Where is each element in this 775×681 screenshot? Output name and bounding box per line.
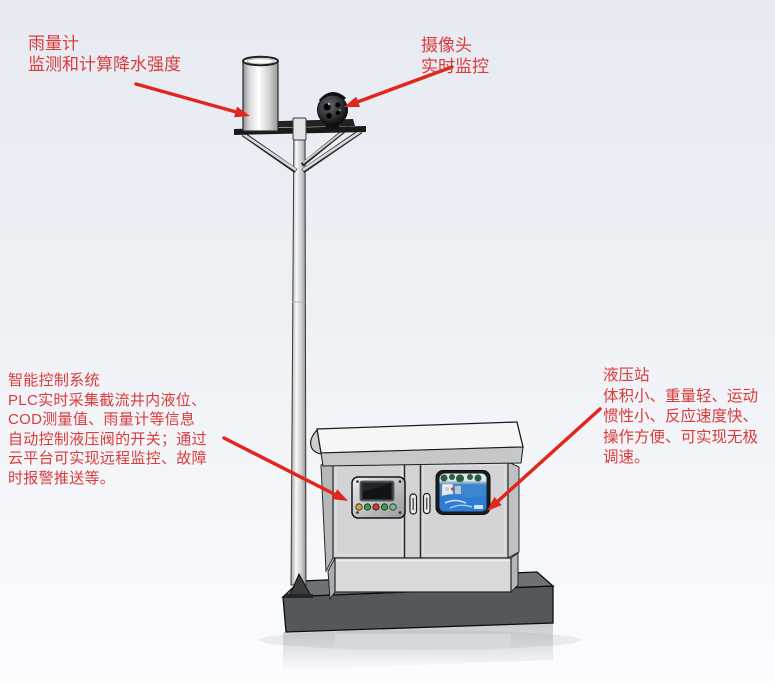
window-photo bbox=[439, 473, 487, 512]
camera-title: 摄像头 bbox=[421, 36, 472, 55]
camera-lens bbox=[334, 109, 342, 117]
arrow-to-hydraulic-window bbox=[487, 407, 602, 511]
hydraulic-station-line: 惯性小、反应速度快、 bbox=[603, 408, 759, 425]
photo-horizon bbox=[439, 481, 487, 485]
hydraulic-station-annotation: 液压站 体积小、重量轻、运动 惯性小、反应速度快、 操作方便、可实现无极 调速。 bbox=[603, 366, 758, 469]
camera-highlight bbox=[328, 103, 330, 105]
camera-lens bbox=[334, 101, 342, 109]
callout-arrows bbox=[134, 65, 602, 511]
strut-right bbox=[302, 129, 362, 172]
panel-button-lightgreen bbox=[389, 503, 397, 511]
hydraulic-station-line: 调速。 bbox=[603, 449, 650, 466]
panel-screw bbox=[398, 480, 402, 483]
panel-screw bbox=[398, 511, 402, 514]
arrow-shaft bbox=[354, 65, 454, 105]
camera-description: 实时监控 bbox=[421, 57, 489, 76]
arrow-head bbox=[344, 96, 360, 107]
ground-reflection bbox=[260, 623, 580, 670]
hydraulic-window bbox=[435, 470, 491, 515]
photo-tree bbox=[467, 474, 473, 480]
photo-label bbox=[474, 505, 483, 509]
rain-gauge-funnel bbox=[246, 58, 275, 65]
photo-tree bbox=[474, 474, 482, 482]
photo-red-part bbox=[450, 487, 455, 491]
control-system-line: PLC实时采集截流井内液位、 bbox=[8, 391, 207, 409]
rain-gauge-annotation: 雨量计 监测和计算降水强度 bbox=[28, 33, 181, 75]
roof-fascia bbox=[320, 446, 524, 467]
pole bbox=[286, 119, 313, 598]
plc-panel bbox=[351, 476, 406, 519]
cabinet-right-side bbox=[507, 461, 520, 559]
pole-base-plate bbox=[286, 594, 313, 598]
arrow-shaft bbox=[495, 407, 602, 504]
arrow-head bbox=[332, 489, 348, 501]
cabinet-left-side bbox=[320, 461, 334, 573]
arrow-to-camera bbox=[344, 65, 454, 107]
control-system-line: 时报警推送等。 bbox=[8, 469, 116, 487]
pole-collar bbox=[292, 117, 307, 141]
photo-machine-dial bbox=[445, 487, 449, 491]
cabinet-reflection bbox=[335, 634, 511, 660]
control-cabinet bbox=[310, 421, 524, 601]
camera-lens bbox=[325, 112, 333, 120]
photo-tree bbox=[456, 474, 464, 483]
rain-gauge-body bbox=[242, 60, 279, 132]
panel-button-yellow bbox=[355, 503, 363, 511]
control-system-line: 云平台可实现远程监控、故障 bbox=[8, 450, 207, 467]
photo-machine-box bbox=[455, 486, 461, 494]
camera-annotation: 摄像头 实时监控 bbox=[421, 35, 489, 77]
hydraulic-station-line: 操作方便、可实现无极 bbox=[603, 428, 759, 446]
panel-screw bbox=[356, 480, 359, 483]
panel-button-green bbox=[363, 503, 372, 511]
arrow-shaft bbox=[134, 82, 240, 115]
camera-ball bbox=[317, 94, 348, 126]
panel-screw bbox=[356, 511, 359, 514]
camera-device bbox=[317, 92, 348, 129]
photo-highlight-arc bbox=[444, 499, 467, 504]
camera-lens bbox=[322, 102, 332, 112]
rain-gauge-device bbox=[242, 55, 279, 132]
photo-highlight-arc bbox=[449, 504, 473, 509]
panel-button-green bbox=[380, 503, 389, 511]
pole-highlight bbox=[295, 139, 298, 579]
control-system-title: 智能控制系统 bbox=[8, 372, 100, 389]
plinth-front bbox=[334, 557, 512, 593]
control-system-line: 自动控制液压阀的开关；通过 bbox=[8, 430, 207, 448]
arrow-head bbox=[487, 496, 502, 511]
panel-button-red bbox=[372, 503, 380, 511]
rain-gauge-description: 监测和计算降水强度 bbox=[28, 55, 181, 74]
control-system-line: COD测量值、雨量计等信息 bbox=[8, 411, 196, 428]
photo-tree bbox=[440, 474, 448, 482]
plc-screen bbox=[362, 483, 392, 499]
pole-shaft bbox=[290, 119, 307, 586]
arrow-to-control-panel bbox=[222, 436, 348, 501]
hydraulic-station-title: 液压站 bbox=[603, 367, 650, 384]
plc-screen-sheen bbox=[362, 483, 392, 492]
rain-gauge-title: 雨量计 bbox=[28, 34, 79, 53]
strut-left bbox=[242, 132, 297, 172]
plinth-right-side bbox=[510, 552, 519, 594]
control-system-annotation: 智能控制系统 PLC实时采集截流井内液位、 COD测量值、雨量计等信息 自动控制… bbox=[8, 371, 207, 488]
camera-highlight bbox=[339, 109, 341, 111]
photo-tree bbox=[449, 474, 455, 480]
arrow-head bbox=[234, 106, 250, 118]
arrow-shaft bbox=[222, 436, 338, 497]
hydraulic-station-line: 体积小、重量轻、运动 bbox=[603, 387, 759, 405]
arrow-to-rain-gauge bbox=[134, 82, 250, 118]
